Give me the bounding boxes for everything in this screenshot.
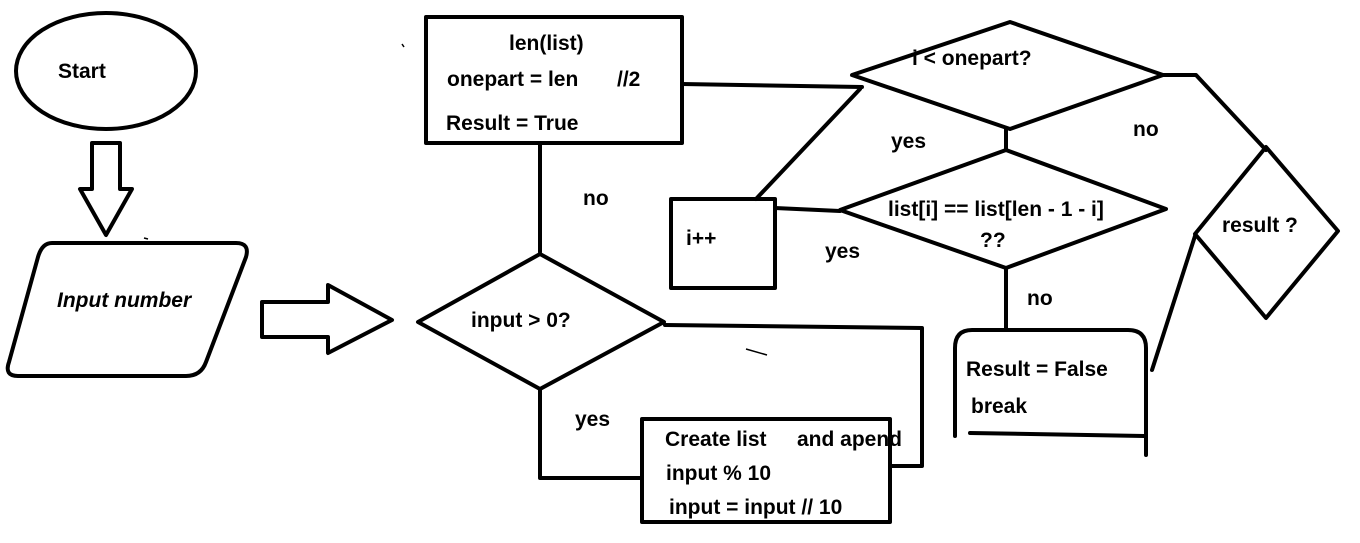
- i-check-node: [850, 20, 1165, 131]
- create-list-box: [640, 417, 892, 524]
- create-list-label-2: and apend: [797, 428, 902, 451]
- increment-label: i++: [686, 227, 716, 250]
- create-list-label-3: input % 10: [666, 462, 771, 485]
- connector-compare-yes: [773, 206, 842, 213]
- result-false-box: [953, 328, 1148, 457]
- edge-label-i-yes: yes: [891, 130, 926, 153]
- connector-increment-back: [754, 87, 862, 201]
- connector-i-no: [1161, 73, 1268, 152]
- right-arrow: [260, 283, 394, 355]
- result-check-label: result ?: [1222, 214, 1298, 237]
- start-label: Start: [58, 60, 106, 83]
- connector-check-yes: [538, 387, 644, 480]
- init-box: [424, 15, 684, 145]
- compare-label-2: ??: [980, 229, 1006, 252]
- connector-init-to-loop: [680, 82, 864, 89]
- down-arrow: [78, 141, 134, 237]
- result-false-bottom: [968, 431, 1148, 438]
- create-list-label-4: input = input // 10: [669, 496, 842, 519]
- create-list-label-1: Create list: [665, 428, 767, 451]
- increment-box: [669, 197, 777, 290]
- input-number-node: [5, 241, 249, 378]
- start-node: [14, 11, 198, 131]
- connector-loop-back: [663, 323, 924, 468]
- edge-label-compare-yes: yes: [825, 240, 860, 263]
- stray-mark-2: [401, 43, 405, 48]
- result-check-node: [1193, 145, 1340, 320]
- edge-label-input-no: no: [583, 187, 609, 210]
- result-false-label-2: break: [971, 395, 1027, 418]
- i-check-label: i < onepart?: [912, 47, 1032, 70]
- result-false-label-1: Result = False: [966, 358, 1108, 381]
- init-result-label: Result = True: [446, 112, 578, 135]
- compare-label-1: list[i] == list[len - 1 - i]: [888, 198, 1104, 221]
- init-len-label: len(list): [509, 32, 584, 55]
- edge-label-i-no: no: [1133, 118, 1159, 141]
- edge-label-input-yes: yes: [575, 408, 610, 431]
- edge-label-compare-no: no: [1027, 287, 1053, 310]
- input-check-label: input > 0?: [471, 309, 571, 332]
- init-div-label: //2: [617, 68, 640, 91]
- connector-false-to-result: [1150, 234, 1197, 372]
- stray-mark-3: [143, 237, 149, 240]
- stray-mark-1: [745, 348, 768, 356]
- init-onepart-label: onepart = len: [447, 68, 578, 91]
- input-number-label: Input number: [57, 289, 193, 312]
